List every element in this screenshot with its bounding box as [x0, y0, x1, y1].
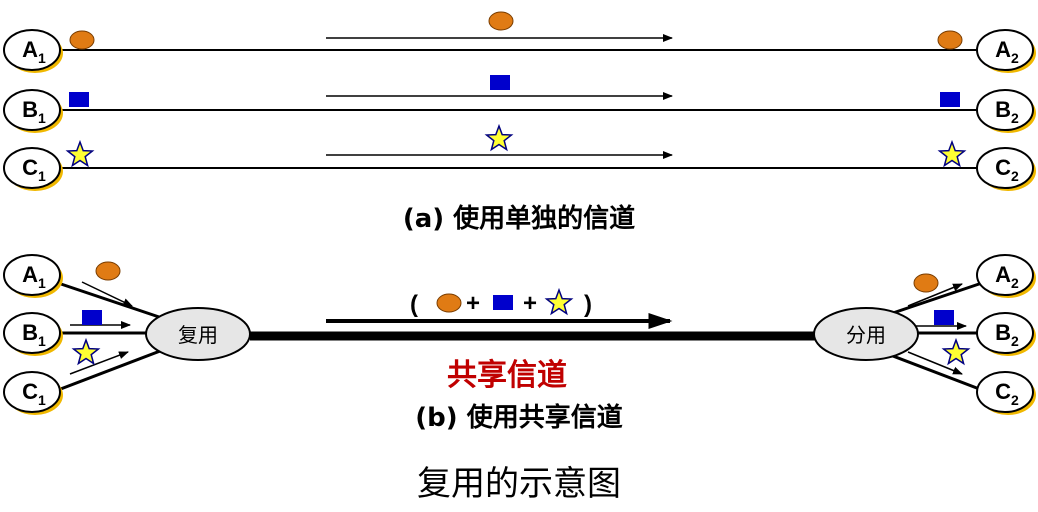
node-label: C1 — [22, 155, 46, 184]
multiplexer — [145, 307, 251, 361]
input-arrow-c — [69, 351, 129, 375]
node-body — [976, 147, 1034, 189]
station-b2: B2 — [976, 89, 1036, 133]
combined-open-paren: ( — [410, 291, 418, 318]
separate-channels-section — [58, 11, 980, 169]
star-signal-icon — [71, 337, 101, 366]
station-c1: C1 — [3, 371, 63, 415]
diagram-title: 复用的示意图 — [417, 464, 621, 504]
node-body — [976, 254, 1034, 296]
caption-separate-channels: (a) 使用单独的信道 — [402, 204, 636, 234]
output-arrow-a — [907, 283, 963, 307]
station-c2: C2 — [976, 147, 1036, 191]
node-body — [976, 29, 1034, 71]
star-signal-icon — [937, 139, 967, 168]
circle-signal-icon — [488, 11, 514, 31]
node-label: A2 — [995, 37, 1019, 66]
caption-shared-channel: (b) 使用共享信道 — [415, 403, 623, 433]
node-label: C1 — [22, 379, 46, 408]
station-a2: A2 — [976, 29, 1036, 73]
square-signal-icon — [82, 310, 102, 325]
demultiplexer — [813, 307, 919, 361]
shared-channel-section: 复用 分用 ( + + ) — [57, 261, 983, 392]
node-label: C2 — [995, 155, 1019, 184]
star-signal-icon — [65, 139, 95, 168]
station-c1: C1 — [3, 147, 63, 191]
node-body — [3, 371, 61, 413]
star-signal-icon — [484, 123, 514, 152]
star-signal-icon — [941, 337, 971, 366]
multiplexer-label: 复用 — [178, 323, 218, 347]
station-b1: B1 — [3, 312, 63, 356]
node-label: B1 — [22, 320, 46, 349]
station-b1: B1 — [3, 89, 63, 133]
node-body — [3, 29, 61, 71]
circle-signal-icon — [69, 30, 95, 50]
node-label: A2 — [995, 262, 1019, 291]
output-arrow-c — [907, 351, 963, 375]
station-a1: A1 — [3, 29, 63, 73]
circle-signal-icon — [913, 273, 939, 293]
input-line-a — [57, 281, 169, 322]
node-label: C2 — [995, 379, 1019, 408]
node-body — [976, 89, 1034, 131]
combined-plus-2: + — [523, 290, 537, 317]
station-a1: A1 — [3, 254, 63, 298]
node-label: A1 — [22, 262, 46, 291]
circle-signal-icon — [436, 293, 462, 313]
node-label: B1 — [22, 97, 46, 126]
input-line-c — [57, 346, 169, 392]
node-label: A1 — [22, 37, 46, 66]
square-signal-icon — [940, 92, 960, 107]
input-arrow-a — [81, 281, 133, 307]
circle-signal-icon — [95, 261, 121, 281]
square-signal-icon — [69, 92, 89, 107]
node-label: B2 — [995, 320, 1019, 349]
star-signal-icon — [544, 287, 574, 316]
station-b2: B2 — [976, 312, 1036, 356]
node-body — [3, 147, 61, 189]
square-signal-icon — [934, 310, 954, 325]
station-c2: C2 — [976, 371, 1036, 415]
circle-signal-icon — [937, 30, 963, 50]
node-body — [3, 254, 61, 296]
square-signal-icon — [493, 295, 513, 310]
combined-plus-1: + — [466, 290, 480, 317]
station-a2: A2 — [976, 254, 1036, 298]
node-body — [3, 89, 61, 131]
shared-channel-label: 共享信道 — [447, 358, 567, 393]
combined-close-paren: ) — [584, 291, 592, 318]
node-label: B2 — [995, 97, 1019, 126]
node-body — [976, 312, 1034, 354]
square-signal-icon — [490, 75, 510, 90]
node-body — [976, 371, 1034, 413]
node-body — [3, 312, 61, 354]
demultiplexer-label: 分用 — [846, 323, 886, 347]
